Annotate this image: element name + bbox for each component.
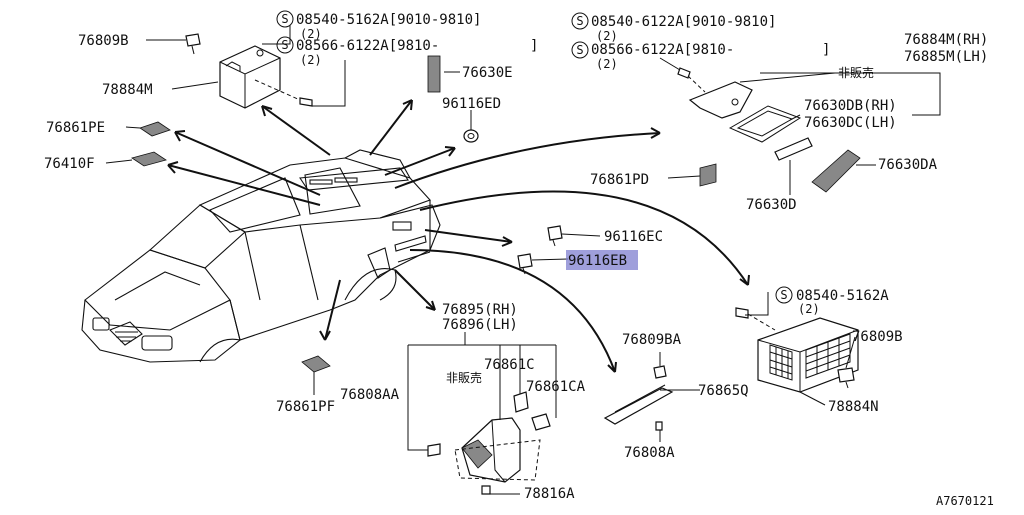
highlight-96116EB bbox=[566, 250, 638, 270]
arrows bbox=[167, 99, 750, 373]
bolt3-symbol-icon: S bbox=[571, 12, 589, 30]
labels: 76809B 78884M 76861PE 76410F 08540-5162A… bbox=[44, 12, 994, 508]
svg-text:S: S bbox=[780, 288, 787, 302]
bolt4-symbol-icon: S bbox=[571, 41, 589, 59]
svg-text:S: S bbox=[576, 14, 583, 28]
car-body bbox=[81, 149, 441, 363]
part-76630DA-strip bbox=[811, 149, 861, 193]
part-78884M bbox=[219, 45, 281, 109]
label-76885M-lh: 76885M(LH) bbox=[904, 49, 988, 65]
label-bolt2-qty: (2) bbox=[300, 53, 322, 67]
svg-text:S: S bbox=[576, 43, 583, 57]
label-76809B-top: 76809B bbox=[78, 33, 129, 49]
label-76808A: 76808A bbox=[624, 445, 675, 461]
label-76410F: 76410F bbox=[44, 156, 95, 172]
part-76861PD-pad bbox=[699, 163, 717, 187]
label-96116EC: 96116EC bbox=[604, 229, 663, 245]
label-96116EB: 96116EB bbox=[568, 253, 627, 269]
lamp-grid bbox=[769, 333, 851, 381]
bolt5-symbol-icon: S bbox=[775, 286, 793, 304]
label-bolt4: 08566-6122A[9810- bbox=[591, 42, 734, 58]
label-bolt3-qty: (2) bbox=[596, 29, 618, 43]
part-76861PE-pad bbox=[139, 121, 171, 137]
label-bolt1-qty: (2) bbox=[300, 27, 322, 41]
bolt2-symbol-icon: S bbox=[276, 36, 294, 54]
label-76865Q: 76865Q bbox=[698, 383, 749, 399]
part-76630D-strip bbox=[774, 137, 813, 161]
label-76630DA: 76630DA bbox=[878, 157, 938, 173]
bolt-symbols: S S S S S bbox=[276, 10, 793, 304]
label-76861PE: 76861PE bbox=[46, 120, 105, 136]
part-76884M-lamp bbox=[677, 67, 753, 119]
label-76895-rh: 76895(RH) bbox=[442, 302, 518, 318]
label-76861CA: 76861CA bbox=[526, 379, 586, 395]
part-76861PF-pad bbox=[301, 355, 331, 373]
label-not-for-sale-bottom: 非販売 bbox=[446, 370, 482, 385]
label-76808AA: 76808AA bbox=[340, 387, 400, 403]
part-96116ED-grommet bbox=[463, 129, 479, 143]
label-76630DB-rh: 76630DB(RH) bbox=[804, 98, 897, 114]
label-bolt4-qty: (2) bbox=[596, 57, 618, 71]
label-not-for-sale-top: 非販売 bbox=[838, 65, 874, 80]
part-96116EC-clip bbox=[547, 225, 563, 247]
label-76630E: 76630E bbox=[462, 65, 513, 81]
label-78884M: 78884M bbox=[102, 82, 153, 98]
part-76809B-right-clip bbox=[837, 367, 855, 389]
label-96116ED: 96116ED bbox=[442, 96, 501, 112]
label-bolt1: 08540-5162A[9010-9810] bbox=[296, 12, 481, 28]
label-76809BA: 76809BA bbox=[622, 332, 682, 348]
label-76896-lh: 76896(LH) bbox=[442, 317, 518, 333]
part-76630E-strip bbox=[427, 55, 441, 93]
part-76865Q-rail bbox=[603, 365, 674, 431]
label-bolt5: 08540-5162A bbox=[796, 288, 889, 304]
label-76861C: 76861C bbox=[484, 357, 535, 373]
label-76861PD: 76861PD bbox=[590, 172, 649, 188]
label-bolt2: 08566-6122A[9810- bbox=[296, 38, 439, 54]
label-76630D: 76630D bbox=[746, 197, 797, 213]
part-78884N-lamp bbox=[735, 307, 859, 393]
label-76884M-rh: 76884M(RH) bbox=[904, 32, 988, 48]
label-78884N: 78884N bbox=[828, 399, 879, 415]
label-bolt3: 08540-6122A[9010-9810] bbox=[591, 14, 776, 30]
bolt1-symbol-icon: S bbox=[276, 10, 294, 28]
part-76895-mudflap bbox=[427, 391, 551, 495]
label-76630DC-lh: 76630DC(LH) bbox=[804, 115, 897, 131]
label-bolt4-close: ] bbox=[822, 42, 830, 58]
label-bolt2-close: ] bbox=[530, 38, 538, 54]
figure-id: A7670121 bbox=[936, 494, 994, 508]
label-78816A: 78816A bbox=[524, 486, 575, 502]
part-76809B-top-clip bbox=[185, 33, 201, 55]
part-76410F-pad bbox=[131, 151, 167, 167]
svg-text:S: S bbox=[281, 12, 288, 26]
label-bolt5-qty: (2) bbox=[798, 302, 820, 316]
leader-lines bbox=[105, 25, 941, 495]
label-76861PF: 76861PF bbox=[276, 399, 335, 415]
svg-text:S: S bbox=[281, 38, 288, 52]
label-76809B-right: 76809B bbox=[852, 329, 903, 345]
